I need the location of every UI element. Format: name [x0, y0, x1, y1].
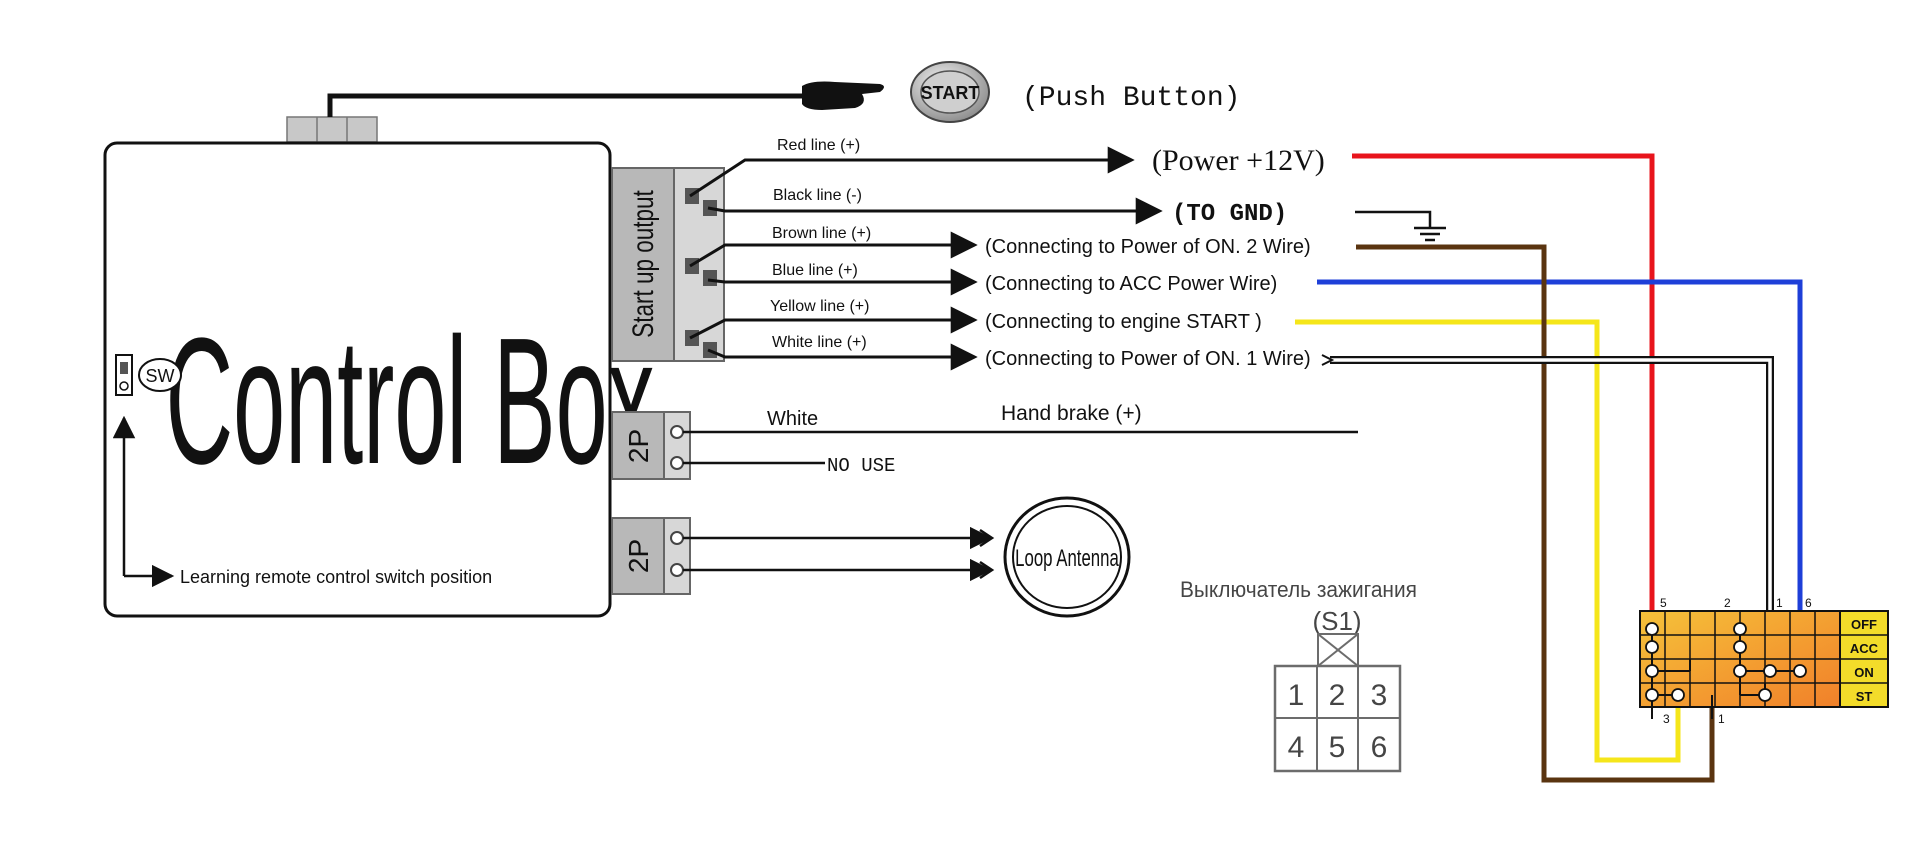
antenna-connector-label: 2P — [623, 539, 654, 573]
loop-antenna-label: Loop Antenna — [1015, 545, 1119, 572]
white-wire-label: White — [767, 408, 818, 430]
white-line-label: White line (+) — [772, 334, 867, 351]
white-wire — [1330, 356, 1774, 611]
sw-label-bubble — [138, 358, 182, 392]
push-button-group: START (Push Button) — [286, 61, 1240, 143]
ground-icon — [1414, 226, 1446, 242]
ignition-wiring — [1295, 153, 1803, 783]
brown-line-label: Brown line (+) — [772, 225, 871, 242]
position-off: OFF — [1851, 617, 1877, 632]
switch-top-pin-2: 2 — [1724, 596, 1731, 610]
no-use-label: NO USE — [827, 455, 895, 477]
learning-label: Learning remote control switch position — [180, 567, 492, 587]
output-block: Start up output — [611, 167, 725, 362]
red-line-label: Red line (+) — [777, 137, 860, 154]
ref-pin-4: 4 — [1288, 731, 1305, 764]
switch-id-label: (S1) — [1312, 606, 1361, 636]
blue-wire — [1317, 279, 1803, 611]
output-wires: Red line (+) (Power +12V) Black line (-)… — [689, 137, 1325, 371]
ignition-switch: OFF ACC ON ST 5 2 1 6 3 1 — [1639, 596, 1889, 726]
switch-bottom-pin-1: 1 — [1718, 712, 1725, 726]
hand-pointer-icon — [802, 81, 884, 110]
switch-top-pin-6: 6 — [1805, 596, 1812, 610]
yellow-wire — [1295, 319, 1681, 763]
sw-label: SW — [146, 366, 175, 386]
brown-wire — [1356, 244, 1715, 783]
white-dest-label: (Connecting to Power of ON. 1 Wire) — [985, 348, 1311, 370]
push-button-cable — [327, 93, 810, 117]
control-box-title: Control Box — [166, 301, 655, 502]
black-line-label: Black line (-) — [773, 187, 862, 204]
handbrake-connector-label: 2P — [623, 429, 654, 463]
to-gnd-label: (TO GND) — [1172, 201, 1287, 228]
antenna-connector: 2P Loop Antenna — [611, 496, 1131, 618]
switch-top-pin-1: 1 — [1776, 596, 1783, 610]
handbrake-connector: 2P White Hand brake (+) NO USE — [611, 402, 1358, 480]
yellow-line-label: Yellow line (+) — [770, 298, 869, 315]
yellow-dest-label: (Connecting to engine START ) — [985, 311, 1262, 333]
ref-pin-3: 3 — [1371, 679, 1388, 712]
ref-pin-1: 1 — [1288, 679, 1305, 712]
ref-pin-6: 6 — [1371, 731, 1388, 764]
ignition-reference: Выключатель зажигания (S1) 1 2 3 4 5 6 — [1180, 578, 1417, 773]
blue-line-label: Blue line (+) — [772, 262, 858, 279]
ignition-reference-title: Выключатель зажигания — [1180, 578, 1417, 603]
red-wire — [1352, 153, 1655, 623]
control-box-body — [103, 141, 612, 618]
blue-dest-label: (Connecting to ACC Power Wire) — [985, 273, 1277, 295]
position-acc: ACC — [1850, 641, 1879, 656]
push-button-label: (Push Button) — [1022, 83, 1240, 114]
ref-pin-5: 5 — [1329, 731, 1346, 764]
loop-antenna-icon — [1003, 496, 1131, 618]
position-st: ST — [1856, 689, 1873, 704]
output-block-label: Start up output — [626, 190, 660, 338]
top-connector — [286, 116, 378, 143]
power-12v-label: (Power +12V) — [1152, 144, 1325, 177]
brown-dest-label: (Connecting to Power of ON. 2 Wire) — [985, 236, 1311, 258]
switch-top-pin-5: 5 — [1660, 596, 1667, 610]
control-box: Control Box SW Learning remote control s… — [103, 141, 655, 618]
hand-brake-label: Hand brake (+) — [1001, 402, 1142, 425]
ref-pin-2: 2 — [1329, 679, 1346, 712]
start-button-text: START — [921, 83, 980, 103]
switch-bottom-pin-3: 3 — [1663, 712, 1670, 726]
position-on: ON — [1854, 665, 1874, 680]
